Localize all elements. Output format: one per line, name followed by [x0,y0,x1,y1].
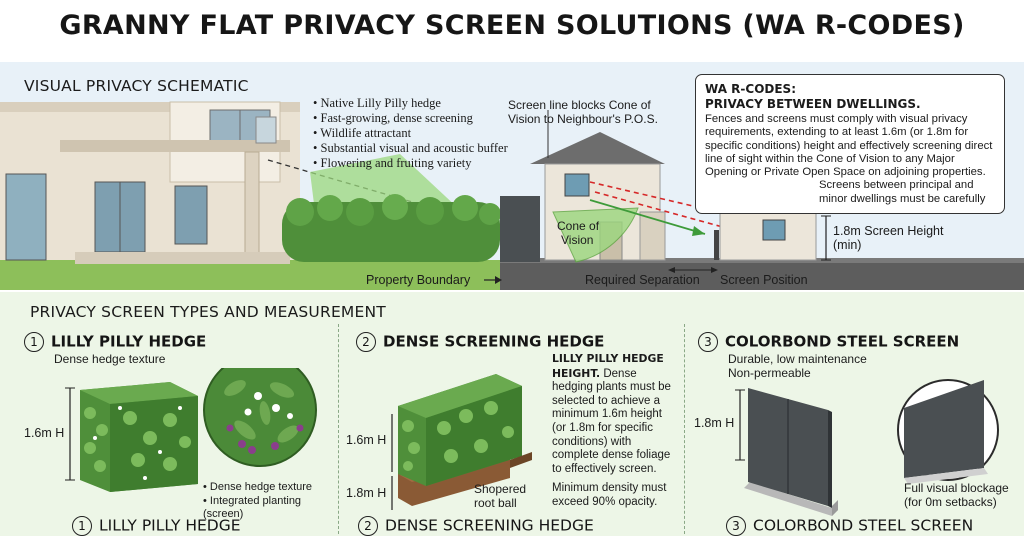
cone-label-line: Vision [561,233,594,247]
hedge-notes: Native Lilly Pilly hedge Fast-growing, d… [313,96,513,171]
screen-line-note-line: Vision to Neighbour's P.O.S. [508,112,658,126]
panel3-dim-label: 1.8m H [694,416,735,430]
panel2-lead: LILLY PILLY HEDGE HEIGHT. [552,352,664,380]
panel2-density: Minimum density must exceed 90% opacity. [552,482,667,508]
cone-label-line: Cone of [557,219,600,233]
panel2-dim1-label: 1.6m H [346,433,387,447]
panel3-feature: Non-permeable [728,366,811,380]
screen-position-label: Screen Position [720,273,808,287]
property-boundary-label: Property Boundary [366,273,471,287]
screen-height-line: (min) [833,238,862,252]
screen-post [714,230,719,260]
panel2-title: 2 DENSE SCREENING HEDGE [356,332,604,352]
screen-line-note: Screen line blocks Cone of Vision to Nei… [508,98,688,126]
panel1-bullet: • Integrated planting (screen) [203,494,302,521]
panel1-bullets: • Dense hedge texture • Integrated plant… [203,481,330,522]
blockage-line: Full visual blockage [904,481,1009,495]
red-sightline-2 [594,191,771,241]
main-house [0,101,300,264]
panel2-rootball-label: Shopered root ball [474,482,526,510]
panel1-subtitle: Dense hedge texture [54,352,166,366]
hedge-note: Wildlife attractant [313,126,513,141]
panel-lilly-pilly: 1 LILLY PILLY HEDGE Dense hedge texture 1… [20,330,330,536]
panel1-title: 1 LILLY PILLY HEDGE [24,332,206,352]
rcodes-subtitle: PRIVACY BETWEEN DWELLINGS. [705,97,921,111]
screen-height-line: 1.8m Screen Height [833,224,944,238]
schematic-section: VISUAL PRIVACY SCHEMATIC Native Lilly Pi… [0,62,1024,290]
screen-height-label: 1.8m Screen Height (min) [833,224,943,252]
screen-line-note-line: Screen line blocks Cone of [508,98,651,112]
panel-divider [338,324,339,534]
rcodes-title: WA R-CODES: [705,82,796,96]
rcodes-note-line: Screens between principal and [819,179,974,192]
schematic-heading: VISUAL PRIVACY SCHEMATIC [24,77,249,95]
lawn [0,260,500,290]
minor-dwelling [716,206,820,261]
panel2-illustration [391,374,532,510]
panel2-number: 2 [356,332,376,352]
rcodes-note: Screens between principal and minor dwel… [705,179,995,206]
leaf-detail-circle [203,368,317,467]
boundary-fence [500,196,540,262]
rcodes-note-line: minor dwellings must be carefully [819,192,986,205]
panel2-description: LILLY PILLY HEDGE HEIGHT. Dense hedging … [552,352,676,476]
page-title: GRANNY FLAT PRIVACY SCREEN SOLUTIONS (WA… [59,10,965,41]
hedge-note: Native Lilly Pilly hedge [313,96,513,111]
sightline-house [267,159,441,211]
panel-colorbond: 3 COLORBOND STEEL SCREEN Durable, low mai… [692,330,1022,536]
panel1-number: 1 [24,332,44,352]
panel1-dim-label: 1.6m H [24,426,65,440]
panel3-number: 3 [698,332,718,352]
cone-of-vision [552,207,639,263]
schematic-hedge [282,194,501,262]
required-separation-label: Required Separation [585,273,700,287]
panel2-dim2-label: 1.8m H [346,486,387,500]
panel1-bullet: • Dense hedge texture [203,481,313,493]
panel3-features: Durable, low maintenance Non-permeable [728,352,867,380]
schematic-illustration [0,101,1024,290]
panel3-blockage: Full visual blockage (for 0m setbacks) [904,481,1009,509]
types-heading: PRIVACY SCREEN TYPES AND MEASUREMENT [30,303,386,321]
panel3-illustration [735,379,999,516]
panel3-title-text: COLORBOND STEEL SCREEN [725,332,960,351]
green-sightline [589,199,706,235]
panel-divider [684,324,685,534]
rcodes-callout: WA R-CODES: PRIVACY BETWEEN DWELLINGS. F… [695,74,1005,214]
panel3-title: 3 COLORBOND STEEL SCREEN [698,332,959,352]
neighbour-ground [500,262,1024,290]
hedge-note: Substantial visual and acoustic buffer [313,141,513,156]
panel1-illustration [65,368,317,492]
rcodes-body: Fences and screens must comply with visu… [705,113,993,179]
hedge-note: Flowering and fruiting variety [313,156,513,171]
panel1-title-text: LILLY PILLY HEDGE [51,332,207,351]
blockage-line: (for 0m setbacks) [904,495,997,509]
rootball-line: Shopered [474,482,527,496]
panel-dense-hedge: 2 DENSE SCREENING HEDGE 1.6m H 1.8m H Sho… [346,330,678,536]
panel2-title-text: DENSE SCREENING HEDGE [383,332,605,351]
panel2-text: Dense hedging plants must be selected to… [552,367,671,475]
cone-label: Cone of Vision [557,219,599,247]
rootball-line: root ball [474,496,517,510]
panel3-feature: Durable, low maintenance [728,352,867,366]
hedge-note: Fast-growing, dense screening [313,111,513,126]
